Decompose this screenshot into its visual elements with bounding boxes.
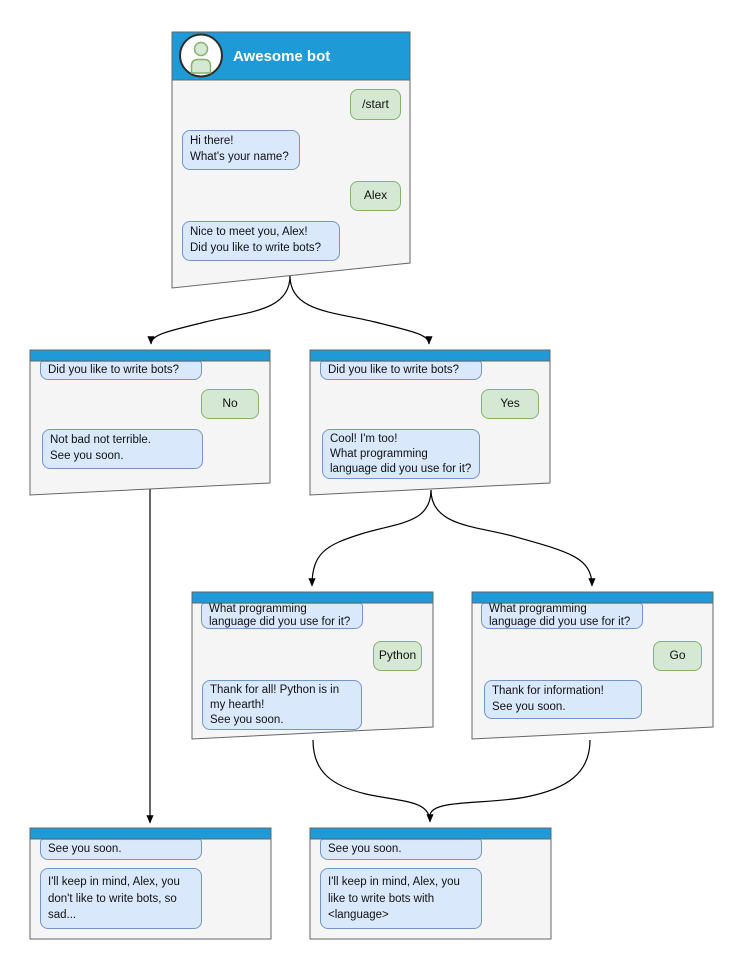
user-message-bubble: Alex (350, 181, 401, 211)
connector-yes-to-python (308, 489, 432, 587)
user-message-bubble: Python (373, 641, 422, 671)
connector-root-to-no (147, 275, 291, 345)
person-icon (190, 41, 212, 74)
bot-message-bubble: Hi there! What's your name? (182, 130, 300, 170)
user-message-bubble: Go (653, 641, 702, 671)
bot-message-bubble: Cool! I'm too! What programming language… (322, 429, 480, 479)
bot-message-bubble: See you soon. (40, 839, 202, 860)
chat-window-title: Awesome bot (233, 47, 331, 65)
bot-message-bubble: Not bad not terrible. See you soon. (42, 429, 203, 469)
bot-message-bubble: What programming language did you use fo… (481, 603, 643, 629)
bot-message-bubble: I'll keep in mind, Alex, you don't like … (40, 868, 202, 929)
bot-avatar (179, 33, 223, 78)
connector-root-to-yes (289, 275, 433, 345)
connector-yes-to-go (430, 489, 596, 587)
bot-message-bubble: Thank for all! Python is in my hearth! S… (202, 680, 362, 730)
connector-python-to-end-yes (312, 739, 434, 823)
user-message-bubble: Yes (481, 389, 539, 419)
bot-message-bubble: What programming language did you use fo… (201, 603, 363, 629)
bot-message-bubble: Did you like to write bots? (320, 361, 482, 380)
connector-go-to-end-yes (429, 739, 591, 817)
user-message-bubble: /start (350, 89, 401, 120)
bot-message-bubble: See you soon. (320, 839, 482, 860)
user-message-bubble: No (201, 389, 259, 419)
bot-message-bubble: Thank for information! See you soon. (484, 680, 642, 719)
bot-message-bubble: Did you like to write bots? (40, 361, 202, 380)
bot-message-bubble: Nice to meet you, Alex! Did you like to … (182, 221, 340, 261)
bot-message-bubble: I'll keep in mind, Alex, you like to wri… (320, 868, 482, 929)
